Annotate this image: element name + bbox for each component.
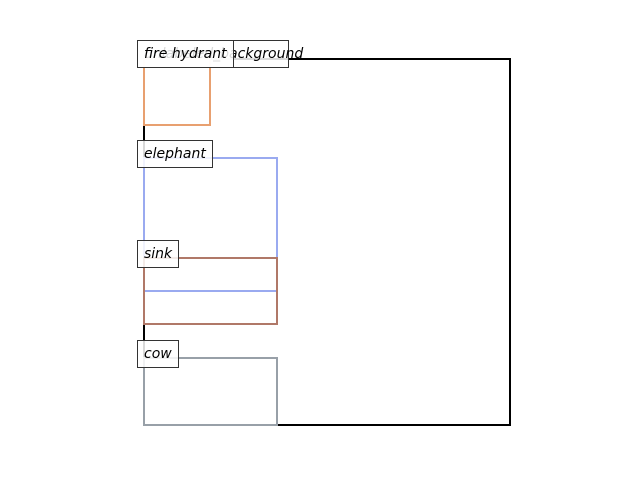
sink-label: sink — [137, 240, 180, 268]
elephant-box — [143, 157, 278, 292]
fire-hydrant-box — [143, 58, 211, 126]
cow-box — [143, 357, 278, 426]
background-frame — [143, 58, 511, 426]
cow-label: cow — [137, 340, 179, 368]
sink-box — [143, 257, 278, 325]
elephant-label: elephant — [137, 140, 213, 168]
fire-hydrant-label: fire hydrant — [137, 40, 234, 68]
